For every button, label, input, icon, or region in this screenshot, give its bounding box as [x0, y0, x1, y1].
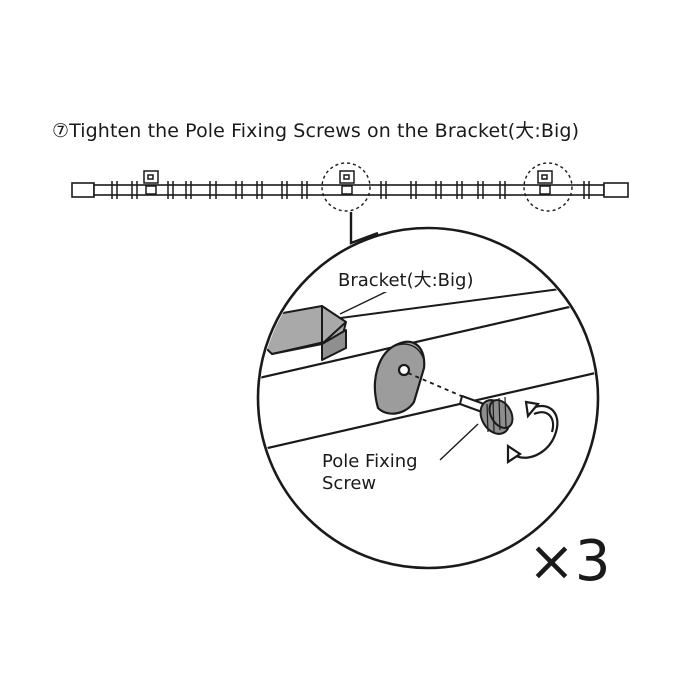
bracket-tab: [373, 340, 426, 415]
bracket-left: [143, 170, 159, 195]
bracket-center: [339, 170, 355, 195]
pole-fixing-screw: [459, 395, 514, 435]
step-text: Tighten the Pole Fixing Screws on the Br…: [69, 120, 580, 142]
screw-leader-line: [439, 423, 479, 461]
bracket-label: Bracket(大:Big): [336, 270, 476, 292]
detail-pointer: [349, 212, 379, 245]
pole-edge-top: [260, 298, 596, 382]
screw-label-line1: Pole Fixing: [322, 451, 418, 472]
screw-label-line2: Screw: [322, 473, 377, 494]
pole-end-right: [603, 182, 629, 198]
bracket-right: [537, 170, 553, 195]
quantity-label: ×3: [528, 532, 611, 592]
multiply-symbol: ×: [528, 529, 575, 594]
pole-overview: [71, 162, 629, 212]
rotation-arrow-icon: [506, 400, 559, 465]
highlight-circle-right: [523, 162, 573, 212]
pole-end-left: [71, 182, 95, 198]
step-number: ⑦: [52, 120, 70, 142]
pole-edge-bottom: [260, 370, 596, 454]
detail-callout: [256, 212, 600, 570]
insertion-path: [407, 372, 467, 399]
highlight-circle-center: [321, 162, 371, 212]
screw-hole: [397, 363, 411, 377]
pole-rings: [111, 181, 590, 199]
instruction-title: ⑦Tighten the Pole Fixing Screws on the B…: [52, 116, 579, 143]
quantity-count: 3: [574, 529, 611, 594]
